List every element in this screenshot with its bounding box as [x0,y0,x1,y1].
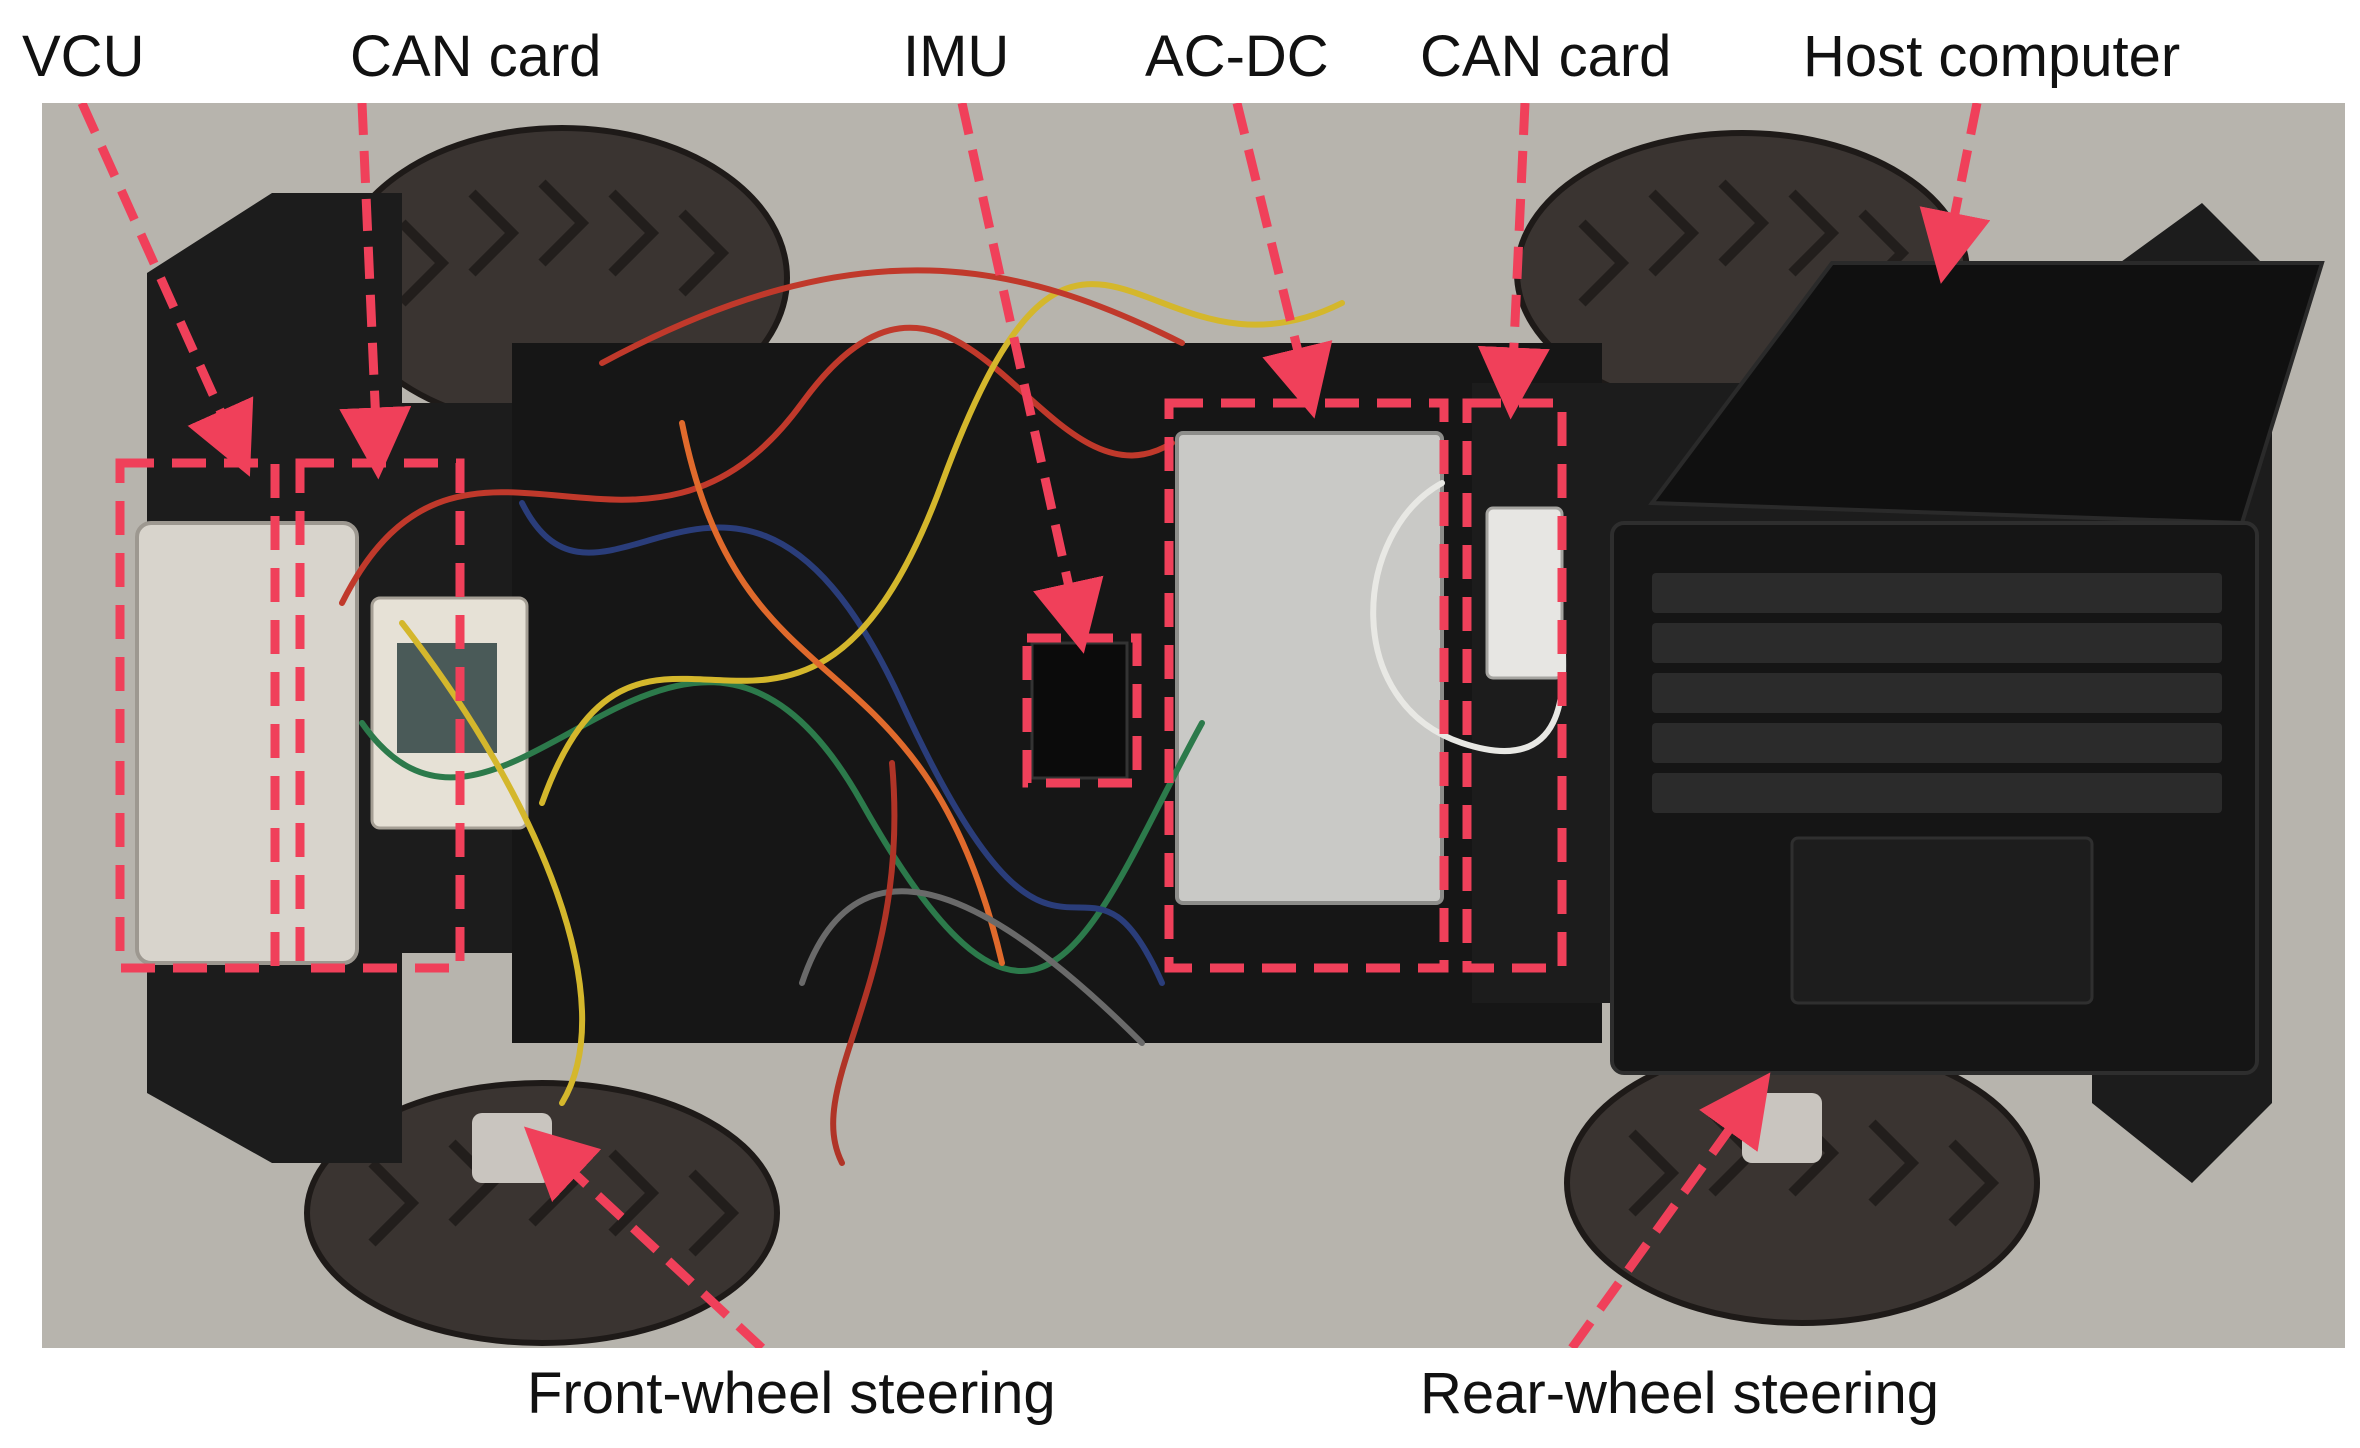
label-vcu: VCU [22,24,145,89]
label-can-card-front: CAN card [350,24,602,89]
laptop-touchpad [1790,836,2094,1005]
host-computer-arrow [1919,103,1991,284]
label-front-wheel-steering: Front-wheel steering [527,1361,1056,1426]
label-can-card-rear: CAN card [1420,24,1672,89]
front-wheel-steering-arrow [523,1126,766,1348]
can-card-rear-box [1462,398,1567,973]
ac-dc-box [1164,398,1449,973]
rear-wheel-steering-arrow [1568,1072,1771,1348]
can-card-rear-arrow [1477,103,1550,420]
annotation-overlay [77,103,1991,1348]
label-host-computer: Host computer [1803,24,2181,89]
ac-dc-arrow [1232,103,1333,419]
vehicle-illustration [42,103,2345,1348]
label-imu: IMU [903,24,1010,89]
label-ac-dc: AC-DC [1145,24,1329,89]
can-card-front-box [295,458,465,973]
laptop-screen [1648,261,2325,526]
vcu-box [115,458,280,973]
vehicle-photo [42,103,2345,1348]
imu-arrow [957,103,1104,654]
label-rear-wheel-steering: Rear-wheel steering [1420,1361,1940,1426]
vcu-arrow [77,103,254,477]
imu-box [1022,633,1142,788]
can-card-front-arrow [339,103,412,480]
